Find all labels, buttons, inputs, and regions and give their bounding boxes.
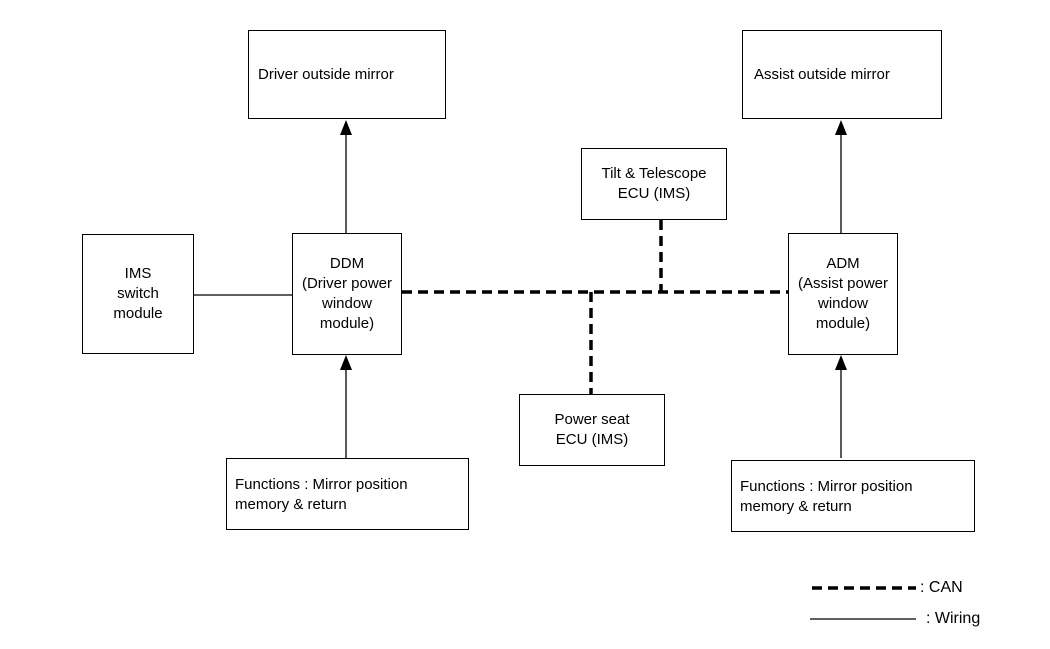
- ims-switch-line-3: module: [113, 305, 163, 322]
- adm-box: ADM (Assist power window module): [788, 233, 898, 355]
- tilt-ecu-line-2: ECU (IMS): [617, 185, 691, 202]
- tilt-ecu-line-1: Tilt & Telescope: [601, 165, 707, 182]
- arrowhead-ddm: [340, 355, 352, 370]
- functions-assist-line-2: memory & return: [740, 498, 852, 515]
- arrowhead-driver-mirror: [340, 120, 352, 135]
- power-seat-ecu-box: Power seat ECU (IMS): [519, 394, 665, 466]
- functions-driver-line-1: Functions : Mirror position: [235, 476, 408, 493]
- ddm-box: DDM (Driver power window module): [292, 233, 402, 355]
- arrowhead-assist-mirror: [835, 120, 847, 135]
- ims-switch-module-box: IMS switch module: [82, 234, 194, 354]
- functions-assist-line-1: Functions : Mirror position: [740, 478, 913, 495]
- ddm-line-4: module): [319, 315, 375, 332]
- assist-outside-mirror-label: Assist outside mirror: [754, 66, 890, 83]
- ims-switch-line-1: IMS: [124, 265, 152, 282]
- legend-can-label: : CAN: [920, 579, 963, 596]
- power-seat-line-2: ECU (IMS): [555, 431, 629, 448]
- tilt-telescope-ecu-box: Tilt & Telescope ECU (IMS): [581, 148, 727, 220]
- adm-line-1: ADM: [826, 255, 860, 272]
- arrowhead-adm: [835, 355, 847, 370]
- adm-line-3: window: [817, 295, 869, 312]
- assist-outside-mirror-box: Assist outside mirror: [742, 30, 942, 119]
- ddm-line-1: DDM: [329, 255, 365, 272]
- functions-driver-box: Functions : Mirror position memory & ret…: [226, 458, 469, 530]
- ddm-line-3: window: [321, 295, 373, 312]
- ims-switch-line-2: switch: [117, 285, 159, 302]
- adm-line-2: (Assist power: [797, 275, 889, 292]
- ddm-line-2: (Driver power: [301, 275, 392, 292]
- driver-outside-mirror-label: Driver outside mirror: [258, 66, 394, 83]
- functions-assist-box: Functions : Mirror position memory & ret…: [731, 460, 975, 532]
- adm-line-4: module): [815, 315, 871, 332]
- functions-driver-line-2: memory & return: [235, 496, 347, 513]
- driver-outside-mirror-box: Driver outside mirror: [248, 30, 446, 119]
- legend-wiring-label: : Wiring: [926, 610, 981, 627]
- power-seat-line-1: Power seat: [554, 411, 630, 428]
